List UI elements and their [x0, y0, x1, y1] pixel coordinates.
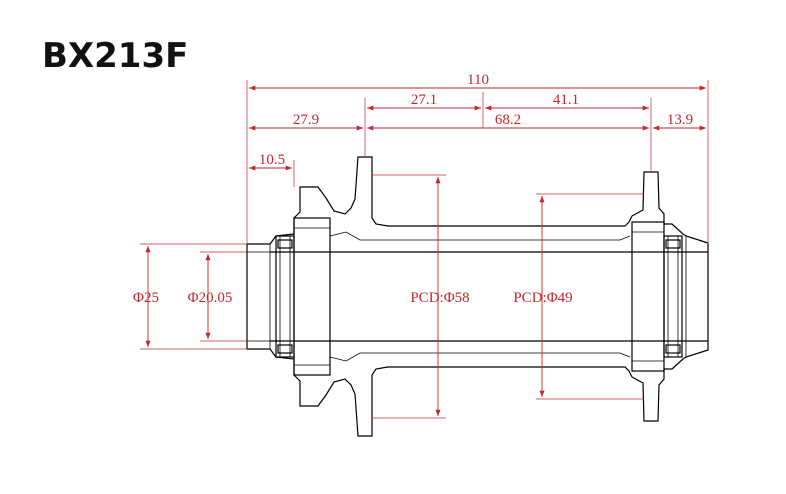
- extension-lines: [140, 80, 709, 419]
- label-end-cap-width: 10.5: [259, 152, 285, 168]
- hub-upper-profile: [247, 156, 709, 245]
- label-end-cap-diameter: Φ25: [133, 290, 159, 306]
- label-right-flange-to-end: 13.9: [667, 112, 693, 128]
- shell-inner-bottom: [329, 352, 631, 362]
- hub-lower-profile: [247, 348, 709, 437]
- left-seal-bottom: [277, 344, 293, 354]
- right-bearing-housing: [631, 221, 665, 372]
- left-bearing: [275, 235, 295, 358]
- left-seal-top: [277, 239, 293, 249]
- right-bearing: [663, 235, 683, 358]
- label-left-pcd: PCD:Φ58: [410, 290, 469, 306]
- label-left-end-to-flange: 27.9: [293, 112, 319, 128]
- left-bearing-housing: [293, 217, 331, 376]
- right-seal-top: [665, 239, 681, 249]
- shell-inner-top: [329, 231, 631, 241]
- dimension-labels: 110 27.1 41.1 27.9 68.2 13.9 10.5 Φ25 Φ2…: [133, 72, 693, 306]
- model-title: BX213F: [42, 36, 189, 76]
- label-right-flange-offset: 41.1: [553, 92, 579, 108]
- vertical-dimensions: [145, 177, 545, 416]
- label-overall-width: 110: [467, 72, 489, 88]
- label-flange-spacing: 68.2: [495, 112, 521, 128]
- label-axle-diameter: Φ20.05: [188, 290, 233, 306]
- hub-outline: [246, 156, 709, 437]
- horizontal-dimensions: [249, 85, 706, 171]
- right-seal-bottom: [665, 344, 681, 354]
- label-left-flange-offset: 27.1: [411, 92, 437, 108]
- label-right-pcd: PCD:Φ49: [513, 290, 572, 306]
